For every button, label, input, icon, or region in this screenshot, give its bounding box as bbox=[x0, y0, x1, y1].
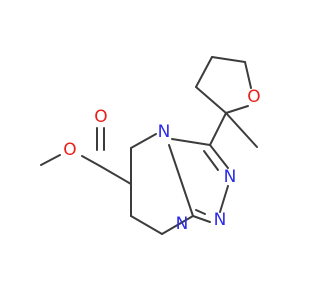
bond-quaternary-methyl bbox=[225, 112, 258, 148]
bond-c8a-n4 bbox=[168, 144, 194, 217]
bond-n1-c8a-b bbox=[195, 209, 206, 215]
bond-thf-c2-c3 bbox=[195, 86, 227, 114]
molecule-structure-canvas: O O N N N N O bbox=[40, 56, 261, 235]
bond-thf-c3-c4 bbox=[195, 56, 213, 88]
bridgehead-nitrogen-label: N bbox=[158, 122, 171, 142]
bond-c5-n4 bbox=[130, 133, 157, 149]
bond-c8-c8a bbox=[161, 215, 194, 235]
oxolane-oxygen-label: O bbox=[247, 87, 260, 107]
bond-c7-c8 bbox=[130, 215, 163, 235]
ester-carbonyl-oxygen-label: O bbox=[94, 107, 107, 127]
triazole-nitrogen-2-label: N bbox=[224, 167, 237, 187]
bond-carbonyl-c6 bbox=[99, 165, 132, 185]
bond-thf-c4-c5 bbox=[211, 56, 246, 63]
bond-c3-quaternary bbox=[209, 112, 227, 146]
atom-labels: O O N N N N O bbox=[63, 87, 260, 234]
bonds bbox=[40, 56, 258, 235]
bond-n2-n1 bbox=[219, 185, 229, 213]
molecule-structure-drawing: O O N N N N O bbox=[40, 56, 261, 235]
triazole-nitrogen-1-label: N bbox=[214, 210, 227, 230]
bond-n4-c3 bbox=[171, 138, 211, 146]
bond-thf-c5-o bbox=[244, 61, 252, 89]
ester-ether-oxygen-label: O bbox=[63, 140, 76, 160]
bond-n1-c8a-a bbox=[192, 215, 211, 223]
bond-c3-n2-b bbox=[203, 150, 219, 171]
bond-methyl-o bbox=[40, 154, 61, 166]
bond-o-carbonyl bbox=[81, 155, 101, 167]
bond-thf-o-c2 bbox=[225, 105, 249, 114]
triazole-nitrogen-8a-label: N bbox=[176, 214, 189, 234]
bond-c3-n2-a bbox=[209, 144, 229, 169]
